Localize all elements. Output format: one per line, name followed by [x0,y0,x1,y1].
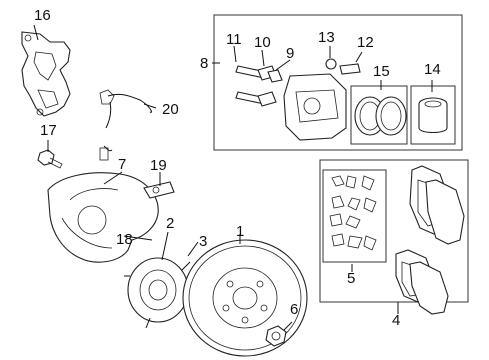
callout-3: 3 [199,233,208,250]
callout-1: 1 [236,223,245,240]
callout-18: 18 [116,231,133,248]
mounting-bolt [37,149,63,169]
callout-17: 17 [40,122,57,139]
brake-pads [395,165,465,315]
caliper-housing [283,73,347,141]
pad-hardware-clips [329,175,377,251]
piston-seals [354,96,407,136]
callout-11: 11 [226,31,242,48]
callout-12: 12 [357,34,374,51]
lug-nut [265,325,287,347]
callout-7: 7 [118,156,127,173]
leader-lines [33,24,433,331]
callout-8: 8 [200,55,209,72]
caliper-piston [418,97,448,134]
hub-bearing [124,257,193,329]
callout-13: 13 [318,29,335,46]
callout-19: 19 [150,157,167,174]
wheel-speed-sensor-wire [99,89,153,161]
dust-shield [47,172,159,263]
wheel-speed-sensor [143,181,175,199]
callout-20: 20 [162,101,179,118]
bleeder-screw [339,63,361,75]
brake-rotor [182,239,308,357]
callout-9: 9 [286,45,295,62]
callout-6: 6 [290,301,299,318]
callout-14: 14 [424,61,441,78]
callout-15: 15 [373,63,390,80]
caliper-bracket [21,31,71,117]
callout-4: 4 [392,312,401,329]
bleeder-cap [325,58,337,70]
callout-2: 2 [166,215,175,232]
callout-5: 5 [347,270,356,287]
callout-16: 16 [34,7,51,24]
caliper-bolts [267,69,283,83]
callout-10: 10 [254,34,271,51]
